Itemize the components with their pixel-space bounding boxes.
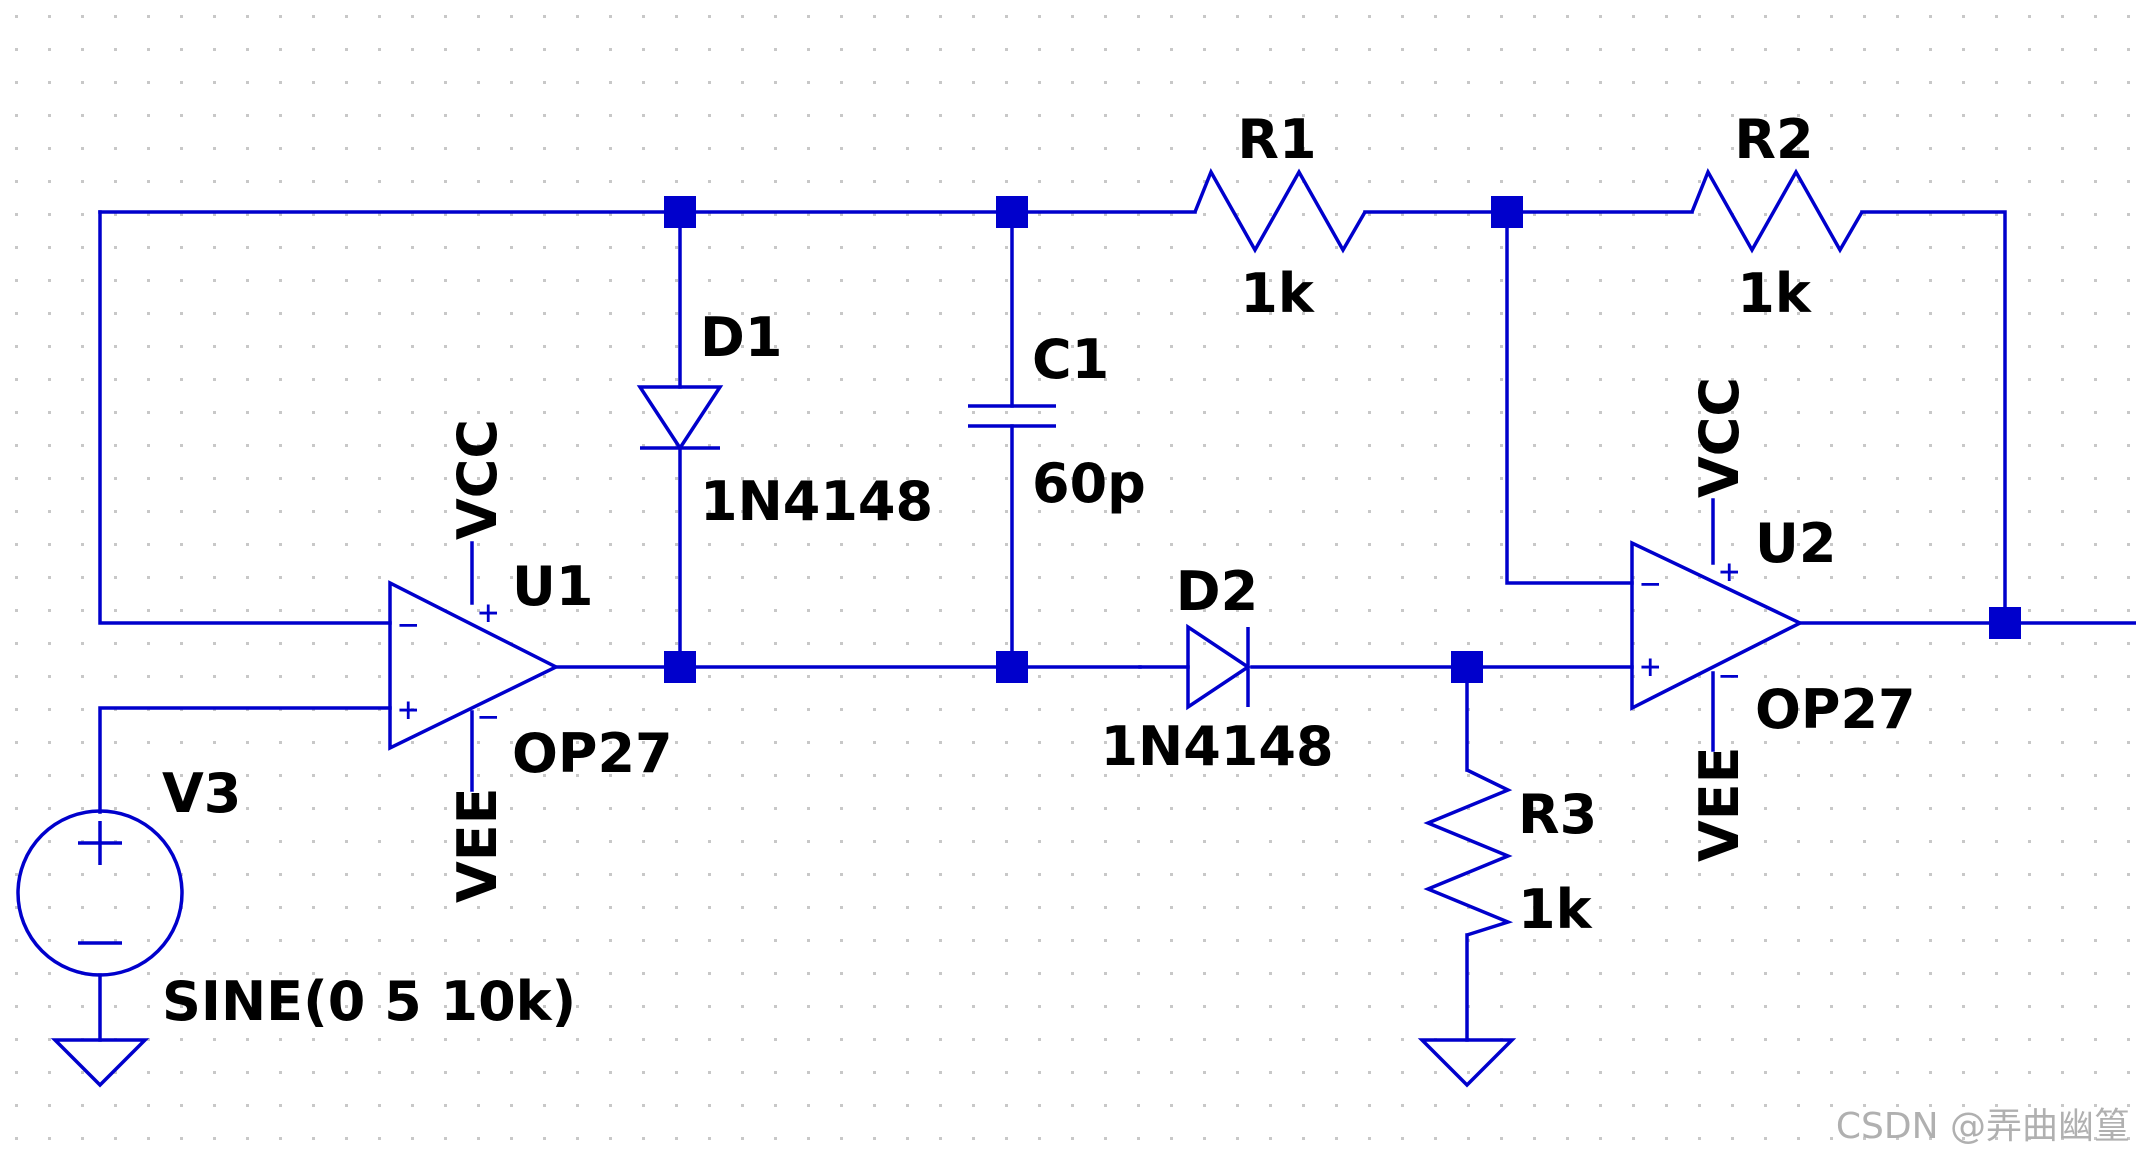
junctions <box>664 196 2021 683</box>
resistor-r3[interactable]: R3 1k <box>1423 768 1597 941</box>
r3-value: 1k <box>1518 878 1593 941</box>
resistor-r2-symbol <box>1690 167 1864 254</box>
junction-r3-top <box>1451 651 1483 683</box>
junction-r1-r2 <box>1491 196 1523 228</box>
junction-d1-bottom <box>664 651 696 683</box>
junction-output <box>1989 607 2021 639</box>
u1-plus-pin-mark: + <box>398 690 418 730</box>
resistor-r3-symbol <box>1423 768 1514 937</box>
voltage-source-v3[interactable]: V3 SINE(0 5 10k) <box>16 762 576 1033</box>
opamp-u2[interactable]: − + + − U2 OP27 VCC VEE <box>1630 377 1916 862</box>
wires <box>98 210 2136 1042</box>
r1-value: 1k <box>1240 262 1315 325</box>
r2-value: 1k <box>1737 262 1812 325</box>
d2-value: 1N4148 <box>1100 715 1333 778</box>
ground-icon-r3 <box>1417 1038 1517 1088</box>
junction-top-d1 <box>664 196 696 228</box>
u1-minus-pin-mark: − <box>398 605 418 645</box>
junction-top-c1 <box>996 196 1028 228</box>
u2-vcc-net: VCC <box>1688 377 1751 498</box>
u2-plus-pin-mark: + <box>1640 647 1660 687</box>
resistor-r2[interactable]: R2 1k <box>1690 108 1864 325</box>
resistor-r1[interactable]: R1 1k <box>1193 108 1367 325</box>
u2-reference: U2 <box>1755 512 1836 575</box>
watermark: CSDN @弄曲幽篁 <box>1836 1106 2130 1147</box>
wire-r2-output <box>1860 210 2007 625</box>
d2-reference: D2 <box>1176 560 1258 623</box>
diode-d2[interactable]: D2 1N4148 <box>1100 560 1333 778</box>
opamp-u1[interactable]: − + + − U1 OP27 VCC VEE <box>388 419 673 903</box>
wire-u2-inv-feedback <box>1505 210 1634 585</box>
u2-vee-pin-mark: − <box>1719 656 1739 696</box>
diode-d1-symbol <box>636 385 724 452</box>
voltage-source-v3-symbol <box>16 809 184 977</box>
r1-reference: R1 <box>1237 108 1316 171</box>
u1-vee-pin-mark: − <box>478 697 498 737</box>
diode-d1[interactable]: D1 1N4148 <box>636 306 933 533</box>
u2-vcc-pin-mark: + <box>1719 552 1739 592</box>
v3-value: SINE(0 5 10k) <box>162 970 576 1033</box>
r2-reference: R2 <box>1734 108 1813 171</box>
ground-icon-v3 <box>50 1038 150 1088</box>
v3-reference: V3 <box>162 762 241 825</box>
u2-vee-net: VEE <box>1688 746 1751 862</box>
opamp-u1-symbol <box>388 580 560 751</box>
u1-vee-net: VEE <box>446 787 509 903</box>
junction-c1-bottom <box>996 651 1028 683</box>
u2-value: OP27 <box>1755 678 1916 741</box>
u1-vcc-pin-mark: + <box>478 593 498 633</box>
d1-value: 1N4148 <box>700 470 933 533</box>
u1-reference: U1 <box>512 555 593 618</box>
c1-value: 60p <box>1032 452 1146 515</box>
r3-reference: R3 <box>1518 783 1597 846</box>
wire-top-left-feedback <box>98 210 392 625</box>
u1-vcc-net: VCC <box>446 419 509 540</box>
resistor-r1-symbol <box>1193 167 1367 254</box>
u2-minus-pin-mark: − <box>1640 564 1660 604</box>
d1-reference: D1 <box>700 306 782 369</box>
u1-value: OP27 <box>512 722 673 785</box>
opamp-u2-symbol <box>1630 540 1804 711</box>
wire-v3-to-u1 <box>98 706 392 814</box>
c1-reference: C1 <box>1032 328 1109 391</box>
capacitor-c1[interactable]: C1 60p <box>968 328 1146 515</box>
